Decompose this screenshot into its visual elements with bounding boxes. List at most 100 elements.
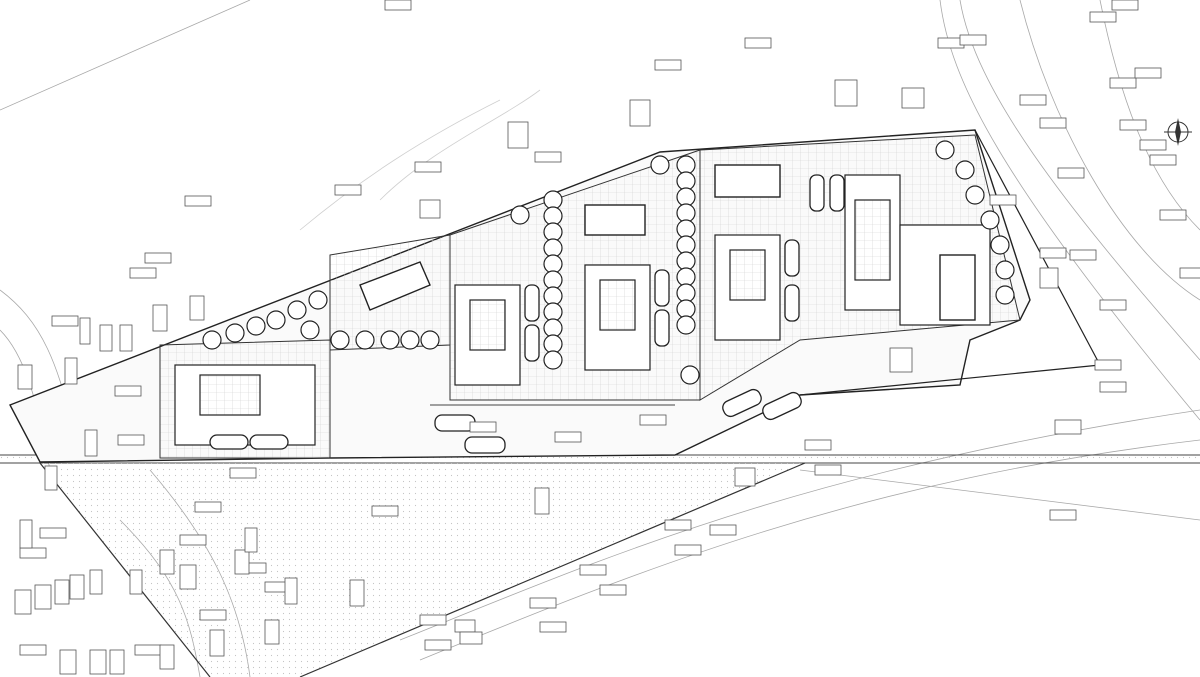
- parked-cars: [209, 174, 845, 454]
- elevation-label: [144, 252, 172, 264]
- tree-icon: [650, 155, 670, 175]
- elevation-label: [1119, 119, 1147, 131]
- elevation-label: [1134, 67, 1162, 79]
- tree-icon: [676, 219, 696, 239]
- annotation-box: [119, 324, 133, 352]
- tree-icon: [680, 365, 700, 385]
- annotation-box: [834, 79, 858, 107]
- north-arrow-icon: [1164, 118, 1192, 146]
- annotation-box: [159, 644, 175, 670]
- annotation-box: [109, 649, 125, 675]
- elevation-label: [1149, 154, 1177, 166]
- elevation-label: [1089, 11, 1117, 23]
- tree-icon: [676, 315, 696, 335]
- elevation-label: [129, 267, 157, 279]
- elevation-label: [639, 414, 667, 426]
- elevation-label: [814, 464, 842, 476]
- annotation-box: [209, 629, 225, 657]
- tree-icon: [676, 155, 696, 175]
- tree-icon: [935, 140, 955, 160]
- elevation-label: [384, 0, 412, 11]
- elevation-label: [539, 621, 567, 633]
- annotation-box: [159, 549, 175, 575]
- car-icon: [524, 324, 540, 362]
- elevation-label: [1057, 167, 1085, 179]
- tree-icon: [202, 330, 222, 350]
- elevation-label: [534, 151, 562, 163]
- tree-icon: [543, 222, 563, 242]
- tree-icon: [676, 235, 696, 255]
- elevation-label: [1039, 247, 1067, 259]
- tree-icon: [400, 330, 420, 350]
- elevation-label: [709, 524, 737, 536]
- elevation-label: [664, 519, 692, 531]
- annotation-box: [534, 487, 550, 515]
- elevation-label: [469, 421, 497, 433]
- elevation-labels: [14, 0, 1200, 675]
- tree-icon: [330, 330, 350, 350]
- elevation-label: [19, 644, 47, 656]
- annotation-box: [84, 429, 98, 457]
- annotation-box: [19, 519, 33, 549]
- annotation-box: [129, 569, 143, 595]
- car-icon: [722, 388, 762, 418]
- elevation-label: [414, 161, 442, 173]
- tree-icon: [543, 302, 563, 322]
- elevation-label: [179, 534, 207, 546]
- tree-icon: [676, 283, 696, 303]
- tree-icon: [990, 235, 1010, 255]
- elevation-label: [1139, 139, 1167, 151]
- elevation-label: [599, 584, 627, 596]
- elevation-label: [194, 501, 222, 513]
- elevation-label: [1049, 509, 1077, 521]
- annotation-box: [419, 199, 441, 219]
- tree-icon: [980, 210, 1000, 230]
- tree-icon: [543, 238, 563, 258]
- elevation-label: [117, 434, 145, 446]
- tree-icon: [543, 254, 563, 274]
- annotation-box: [64, 357, 78, 385]
- elevation-label: [1019, 94, 1047, 106]
- annotation-box: [89, 649, 107, 675]
- tree-icon: [543, 334, 563, 354]
- annotation-box: [454, 619, 476, 633]
- tree-icon: [676, 171, 696, 191]
- car-icon: [249, 434, 289, 450]
- annotation-box: [89, 569, 103, 595]
- tree-icon: [246, 316, 266, 336]
- tree-icon: [676, 187, 696, 207]
- elevation-label: [424, 639, 452, 651]
- annotation-box: [901, 87, 925, 109]
- elevation-label: [1094, 359, 1122, 371]
- elevation-label: [1099, 299, 1127, 311]
- tree-icon: [510, 205, 530, 225]
- elevation-label: [19, 547, 47, 559]
- car-icon: [762, 391, 802, 421]
- annotation-box: [189, 295, 205, 321]
- annotation-box: [459, 631, 483, 645]
- annotation-box: [79, 317, 91, 345]
- elevation-label: [1159, 209, 1187, 221]
- car-icon: [209, 434, 249, 450]
- elevation-label: [1109, 77, 1137, 89]
- elevation-label: [199, 609, 227, 621]
- elevation-label: [529, 597, 557, 609]
- elevation-label: [1099, 381, 1127, 393]
- annotation-box: [152, 304, 168, 332]
- annotation-box: [734, 467, 756, 487]
- annotation-box: [17, 364, 33, 390]
- tree-icon: [225, 323, 245, 343]
- annotation-box: [14, 589, 32, 615]
- elevation-label: [744, 37, 772, 49]
- tree-icon: [676, 299, 696, 319]
- elevation-label: [579, 564, 607, 576]
- tree-icon: [380, 330, 400, 350]
- trees: [202, 140, 1015, 385]
- annotation-box: [889, 347, 913, 373]
- annotation-box: [234, 549, 250, 575]
- annotation-box: [284, 577, 298, 605]
- annotation-box: [1039, 267, 1059, 289]
- elevation-label: [1039, 117, 1067, 129]
- annotation-box: [244, 527, 258, 553]
